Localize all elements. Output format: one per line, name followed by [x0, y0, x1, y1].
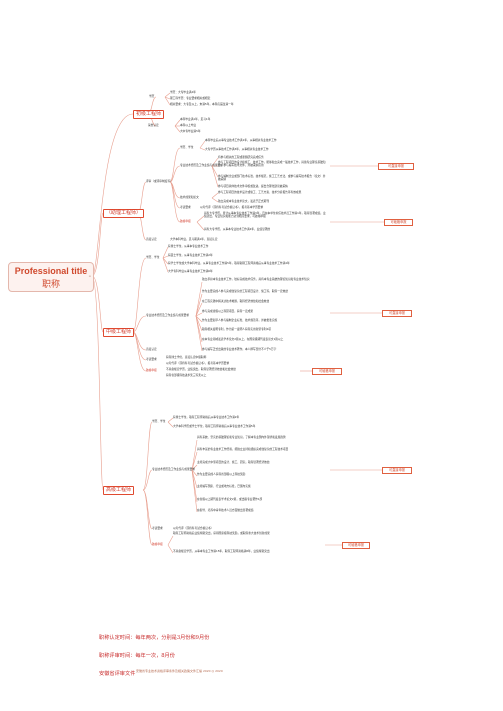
b4-exempt-2: 不具备规定学历，从事本专业工作满15年，取得工程师资格满8年，业绩特别突出: [173, 549, 270, 553]
b3-ss-3: 获学士学位或大学本科毕业，从事专业技术工作满5年，取得助理工程师资格后从事专业技…: [168, 261, 290, 265]
b2-direct-text: 大学本科毕业，见习期满1年，直接认定: [170, 237, 218, 241]
b4-ss-label: 学历、学位: [152, 419, 166, 423]
b2-ss-2: 大专学历从事技术工作满3年，从事相关专业技术工作: [205, 147, 269, 151]
b2-tag-direct: 可直接申报: [378, 163, 414, 170]
b4-exempt-1: 取得工程师资格后业绩特别突出，获得国家级科技奖励，或取得重大技术创新成果: [173, 531, 270, 535]
root-title-zh: 职称: [41, 280, 60, 290]
b4-exp-4: 作为主要完成人获得省部级以上科技奖励: [197, 472, 246, 476]
b3-ss-2: 获硕士学位，从事专业技术工作满2年: [168, 253, 213, 257]
b4-exam-text: 以考代评（须持有考试合格证书）: [173, 526, 214, 530]
b4-exp-1: 具有系统、坚实的基础理论和专业知识，了解本专业国内外现状和发展趋势: [197, 435, 286, 439]
b3-exp-8: 参与编写正式出版的专业技术著作，本人撰写部分不少于5万字: [202, 347, 277, 351]
b3-exempt-1: 不具备规定学历，业绩突出，取得显著经济效益和社会效益: [166, 367, 236, 371]
b4-exp-label: 专业技术经历及工作业绩与成果要求: [152, 467, 195, 471]
footer-review-time: 职称评审时间：每年一次，8月份: [99, 653, 175, 659]
b3-exp-6: 取得相关发明专利，作为第一发明人获得实用新型专利2项: [202, 327, 271, 331]
b1-award-2: 本科以上毕业: [180, 123, 197, 127]
b1-edu-3: 相关要求：大专及以上，未满5年，本科应届生满一年: [170, 102, 234, 106]
b3-exempt-label: 破格申报: [146, 368, 157, 372]
branch-intermediate-engineer[interactable]: 中级工程师: [103, 328, 135, 337]
b2-exam-label: 考试要求: [180, 205, 191, 209]
b2-ach-2: 独立完成本专业技术论文，发表于正式期刊: [218, 199, 270, 203]
b3-exp-4: 参与完成省级以上科研项目，获得一定成果: [202, 309, 254, 313]
b2-exempt-label: 破格申报: [180, 219, 191, 223]
b3-exp-5: 作为主要起草人参与编制企业标准、技术规范等，并被批准实施: [202, 318, 278, 322]
branch-assistant-engineer[interactable]: （助理工程师）: [103, 209, 145, 218]
root-node[interactable]: Professional title 职称 ≡: [8, 262, 94, 292]
b3-exp-2: 作为主要完成人参与完成较复杂的工程项目设计、施工等，取得一定效益: [202, 289, 288, 293]
note-icon: ≡: [88, 274, 91, 278]
b2-ach-label: 技术成果和论文: [180, 195, 199, 199]
b3-exp-7: 在本专业领域发表学术论文2篇以上，在国家级期刊发表论文1篇以上: [202, 337, 284, 341]
b2-direct-label: 直接认定: [146, 237, 157, 241]
b4-exp-7: 在指导、培养中青年技术人员方面做出显著成绩: [197, 508, 254, 512]
branch-senior-engineer[interactable]: 高级工程师: [103, 486, 135, 495]
b1-cond-label: 学历: [149, 94, 155, 98]
b2-s-label: 评审（或评审制度等）: [146, 179, 173, 183]
b2-exempt-2: 具有大专学历，从事本专业技术工作满2年，业绩显著的: [204, 227, 271, 231]
b4-exp-3: 主持完成大中型项目的设计、施工、研究，取得显著经济效益: [197, 460, 270, 464]
b3-exp-3: 在工程实践中解决过技术难题，取得经济效益和社会效益: [202, 299, 270, 303]
b4-exempt-label: 破格申报: [152, 542, 163, 546]
b2-exam-text: 以考代评（须持有考试合格证书），报考基本学历要求: [200, 205, 264, 209]
b3-exam-text: 以考代评（须持有考试合格证书），报考基本学历要求: [166, 361, 230, 365]
b2-ss-1: 本科毕业后从事专业技术工作满1年，从事相关专业技术工作: [205, 138, 277, 142]
b1-award-3: 大中专毕业满5年: [180, 129, 201, 133]
b4-tag-exempt: 可破格申报: [342, 542, 370, 549]
b2-exempt-1: 具有大专学历，累计从事本专业技术工作满3年，且在本单位担任技术员工作满1年，取得…: [204, 211, 326, 219]
b3-exam-label: 考试要求: [146, 357, 157, 361]
b1-edu-2: 理工科学历：专业要求相关或相近: [170, 96, 211, 100]
b3-ss-1: 获博士学位，从事本专业技术工作: [168, 244, 209, 248]
b3-tag-exempt: 可破格申报: [312, 368, 342, 375]
b2-exp-4: 参与项目具体技术文件审核或改进，提出合理化建议被采纳: [218, 184, 288, 188]
b2-ss-label: 学历、学位: [180, 145, 194, 149]
b2-exp-1: 有参与相关的工程或课题研究完成任务: [218, 155, 264, 159]
footer-policy-file[interactable]: 安徽省评审文件: [99, 671, 136, 677]
b2-ach-1: 参与工程项目的技术设计或施工、工艺方案、技术分析报告等有效成果: [218, 190, 302, 194]
b2-exp-label: 专业技术经历及工作业绩与成果要求: [180, 163, 223, 167]
b3-exempt-2: 获得省部级科技进步奖三等奖以上: [166, 373, 207, 377]
b4-ss-2: 大学本科学历或学士学位，取得工程师资格后从事专业技术工作满5年: [173, 424, 256, 428]
b4-ss-1: 获博士学位，取得工程师资格后从事专业技术工作满2年: [173, 415, 240, 419]
b4-exp-6: 在省级以上期刊发表学术论文2篇，或出版专业著作1部: [197, 497, 263, 501]
b2-exp-3: 参与编制企业或部门技术标准，技术规范，施工工艺方法，或参与编写技术报告（论文）并…: [218, 174, 326, 182]
b1-award-label: 荣誉认定: [148, 123, 159, 127]
branch-junior-engineer[interactable]: 初级工程师: [133, 110, 165, 119]
b3-exp-label: 专业技术经历及工作业绩与成果要求: [146, 313, 189, 317]
footer-policy-file-note: 安徽省专业技术资格评审条件及相关政策文件汇编 2020 ◎ 2020: [136, 669, 223, 673]
b3-direct-text: 获得博士学位，直接认定中级职称: [166, 355, 207, 359]
footer-recognition-time: 职称认定时间：每年两次，分别是3月份和9月份: [99, 635, 210, 641]
b4-exam-label: 考试要求: [152, 526, 163, 530]
b3-ss-4: 大学专科毕业从事专业技术工作满6年: [168, 269, 213, 273]
b2-tag-exempt: 可破格申报: [384, 219, 413, 226]
b1-award-1: 本科毕业满1年，见习1年: [180, 117, 211, 121]
b3-exp-1: 独立承担本专业技术工作，较好完成技术任务，具有本专业系统的理论知识和专业技术知识: [202, 277, 310, 281]
b2-exp-2: 参与工程项目的设计和施工、技术工作，能够独立完成一般技术工作，具备专业理论基础知…: [218, 160, 326, 168]
b3-direct-label: 直接认定: [146, 347, 157, 351]
b1-edu-1: 学历：大专毕业满2年: [170, 90, 196, 94]
b4-exp-2: 具有丰富的专业技术工作经验，能独立主持和组织完成较复杂的工程技术项目: [197, 447, 289, 451]
b4-exp-5: 主持编写国家、行业或地方标准，已颁布实施: [197, 484, 251, 488]
b3-tag-direct: 可直接申报: [382, 310, 412, 317]
b3-ss-label: 学历、学位: [146, 255, 160, 259]
root-title-en: Professional title: [14, 266, 88, 276]
b4-tag-direct: 可直接申报: [382, 467, 412, 474]
